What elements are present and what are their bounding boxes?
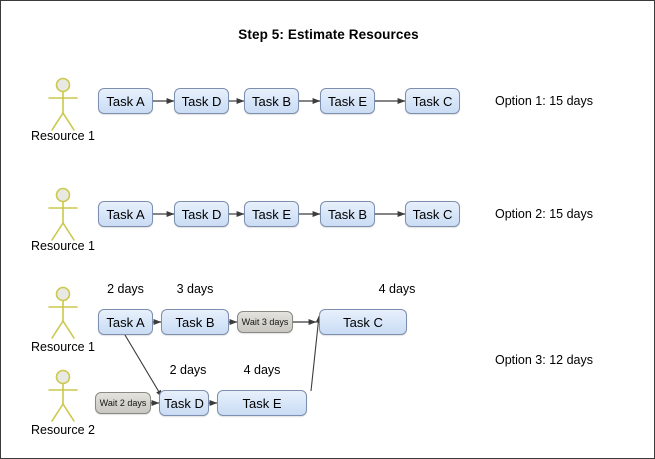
task-box[interactable]: Task C — [405, 201, 460, 227]
wait-box[interactable]: Wait 2 days — [95, 392, 151, 414]
task-box[interactable]: Task E — [244, 201, 299, 227]
actor-label-resource-1: Resource 1 — [31, 340, 95, 354]
duration-label: 4 days — [243, 363, 281, 377]
wait-box[interactable]: Wait 3 days — [237, 311, 293, 333]
task-box[interactable]: Task C — [319, 309, 407, 335]
actor-label-resource-1: Resource 1 — [31, 129, 95, 143]
task-box[interactable]: Task D — [174, 201, 229, 227]
duration-label: 4 days — [378, 282, 416, 296]
option-summary-2: Option 2: 15 days — [495, 207, 593, 221]
actor-label-resource-2: Resource 2 — [31, 423, 95, 437]
actor-label-resource-1: Resource 1 — [31, 239, 95, 253]
duration-label: 2 days — [107, 282, 144, 296]
task-box[interactable]: Task B — [161, 309, 229, 335]
stick-figure-actor-icon — [48, 369, 78, 422]
task-box[interactable]: Task B — [320, 201, 375, 227]
task-box[interactable]: Task A — [98, 309, 153, 335]
task-box[interactable]: Task E — [320, 88, 375, 114]
stick-figure-actor-icon — [48, 187, 78, 241]
task-box[interactable]: Task B — [244, 88, 299, 114]
option-summary-3: Option 3: 12 days — [495, 353, 593, 367]
option-summary-1: Option 1: 15 days — [495, 94, 593, 108]
task-box[interactable]: Task D — [159, 390, 209, 416]
task-box[interactable]: Task D — [174, 88, 229, 114]
task-box[interactable]: Task C — [405, 88, 460, 114]
task-box[interactable]: Task A — [98, 201, 153, 227]
duration-label: 2 days — [169, 363, 207, 377]
page-title: Step 5: Estimate Resources — [238, 27, 419, 42]
task-box[interactable]: Task E — [217, 390, 307, 416]
stick-figure-actor-icon — [48, 286, 78, 339]
stick-figure-actor-icon — [48, 77, 78, 131]
task-box[interactable]: Task A — [98, 88, 153, 114]
duration-label: 3 days — [176, 282, 214, 296]
